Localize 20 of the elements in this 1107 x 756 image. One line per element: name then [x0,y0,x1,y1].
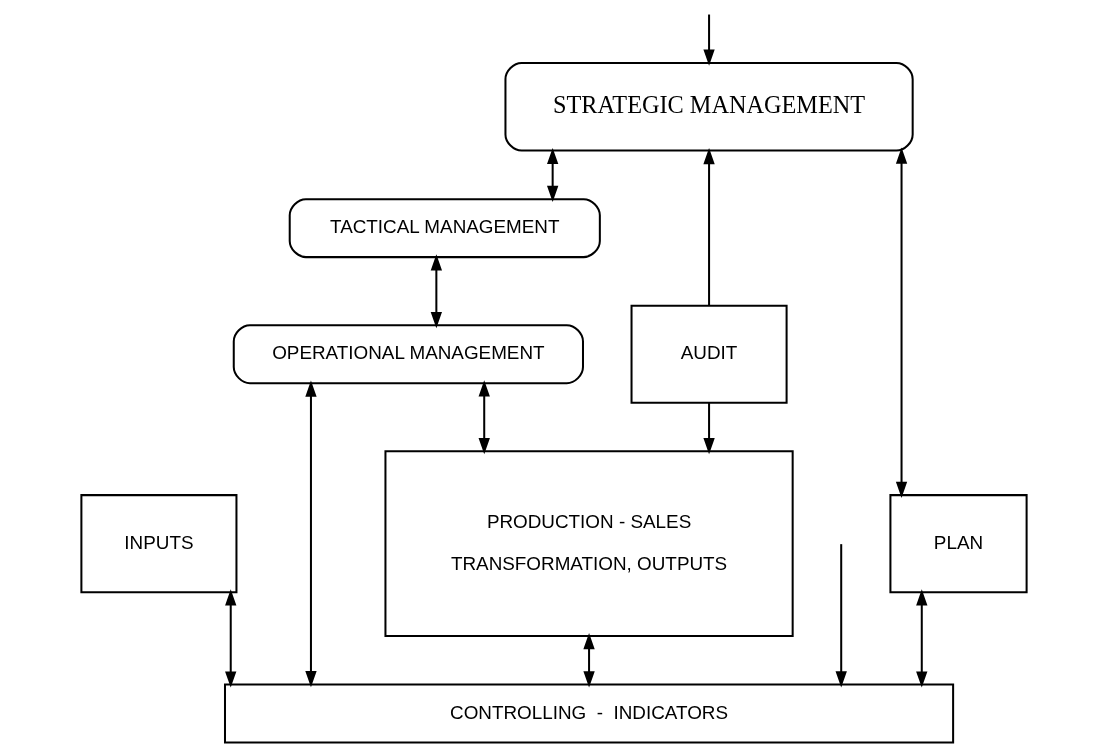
arrow [430,254,442,329]
node-box: PRODUCTION - SALES TRANSFORMATION, OUTPUTS [383,450,794,638]
arrow [835,544,847,688]
arrow [546,147,558,203]
arrow [895,147,907,498]
arrow [702,403,715,455]
node-box: CONTROLLING - INDICATORS [223,683,954,744]
node-box: AUDIT [630,304,788,404]
arrow [582,633,595,688]
node-box: TACTICAL MANAGEMENT [288,198,601,259]
node-box: OPERATIONAL MANAGEMENT [232,324,584,385]
arrow [915,589,927,688]
node-box: STRATEGIC MANAGEMENT [503,61,914,152]
arrow [478,380,490,455]
arrow [702,14,715,66]
node-box: INPUTS [79,494,237,594]
arrow [702,147,715,306]
arrow [224,589,236,688]
node-box: PLAN [888,494,1028,594]
arrow [304,380,317,688]
